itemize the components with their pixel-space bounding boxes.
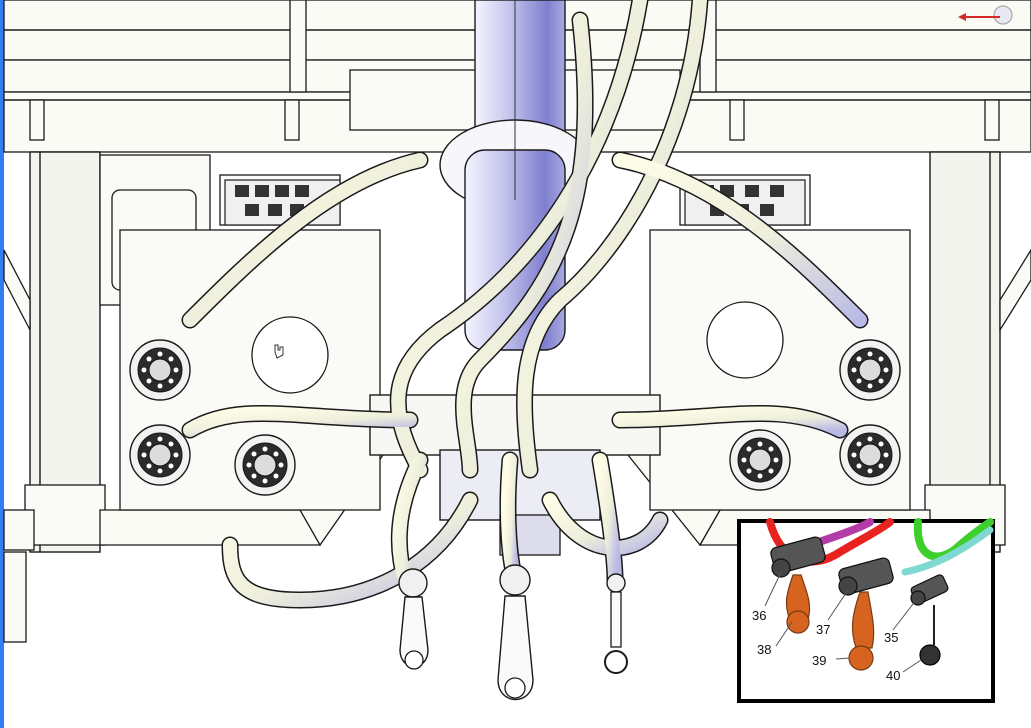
callout-38: 38 [757, 642, 771, 657]
inset-leader-lines [764, 569, 922, 673]
right-column [924, 151, 1031, 553]
inset-dust-cap-38 [785, 574, 811, 634]
callout-40: 40 [886, 668, 900, 683]
axis-triad-icon[interactable] [958, 5, 1013, 25]
callout-35: 35 [884, 630, 898, 645]
hanging-couplers [398, 564, 628, 701]
viewport-edge [0, 0, 4, 728]
inset-coupler-36 [770, 536, 826, 578]
inset-dust-cap-40 [919, 605, 941, 666]
hand-cursor-icon [274, 344, 284, 359]
inset-coupler-37 [838, 557, 894, 596]
detail-inset: 36 37 35 38 39 40 [737, 518, 995, 703]
callout-39: 39 [812, 653, 826, 668]
inset-dust-cap-39 [848, 591, 875, 671]
left-column [3, 151, 106, 643]
callout-37: 37 [816, 622, 830, 637]
callout-36: 36 [752, 608, 766, 623]
valve-manifold [369, 394, 661, 556]
